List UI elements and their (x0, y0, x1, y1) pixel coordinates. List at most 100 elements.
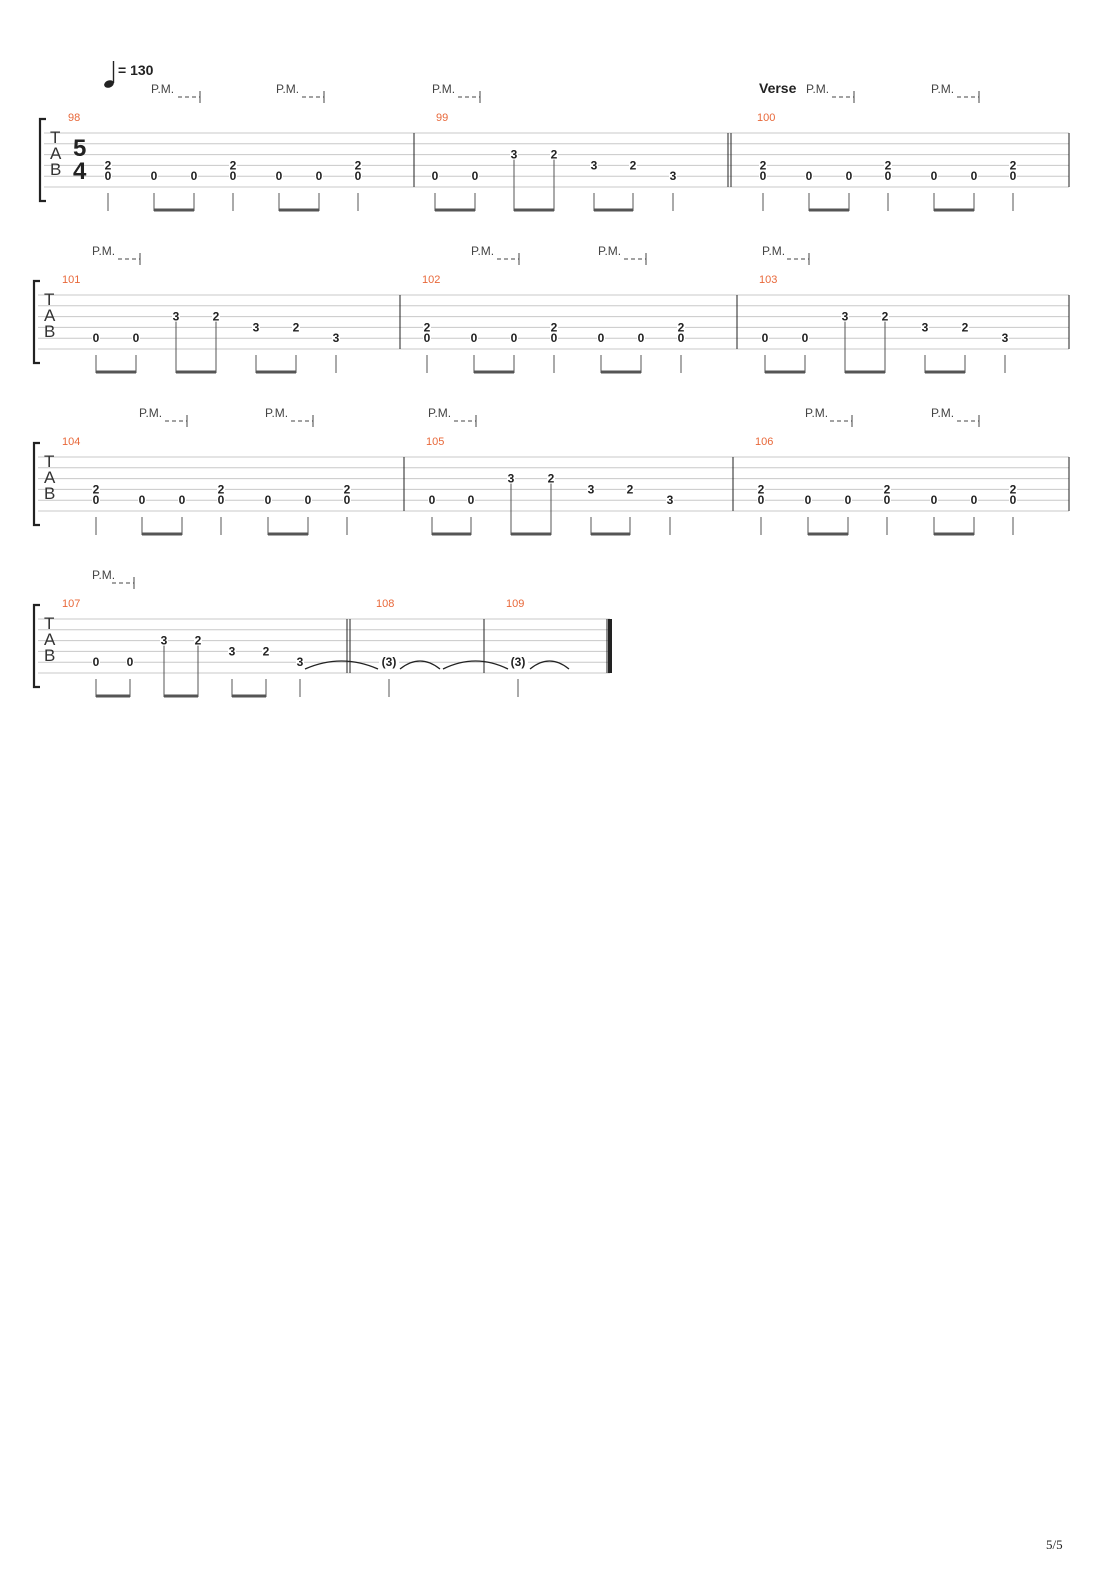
fret-mask (961, 322, 969, 333)
fret-mask (677, 322, 685, 333)
fret-number: 0 (355, 169, 362, 183)
fret-mask (252, 322, 260, 333)
fret-number: 2 (885, 158, 892, 172)
palm-mute-label: P.M. (276, 82, 299, 96)
fret-number: 0 (971, 493, 978, 507)
fret-number: 3 (588, 482, 595, 496)
measure-number: 103 (759, 274, 777, 286)
palm-mute-label: P.M. (151, 82, 174, 96)
fret-number: 3 (229, 644, 236, 658)
fret-number: 0 (802, 331, 809, 345)
fret-mask (229, 160, 237, 171)
fret-mask (178, 495, 186, 506)
fret-mask (132, 333, 140, 344)
fret-number: 2 (355, 158, 362, 172)
fret-number: 0 (638, 331, 645, 345)
fret-number: 0 (678, 331, 685, 345)
fret-number: 0 (93, 331, 100, 345)
palm-mute-label: P.M. (931, 406, 954, 420)
fret-number: 2 (344, 482, 351, 496)
fret-number: 0 (472, 169, 479, 183)
fret-mask (884, 171, 892, 182)
fret-mask (354, 160, 362, 171)
quarter-note-icon (104, 61, 115, 88)
fret-mask (92, 657, 100, 668)
fret-mask (229, 171, 237, 182)
fret-mask (1009, 495, 1017, 506)
fret-mask (104, 171, 112, 182)
fret-number: 0 (429, 493, 436, 507)
fret-number: 3 (253, 320, 260, 334)
tab-clef-letter: B (44, 646, 55, 665)
fret-number: 0 (191, 169, 198, 183)
fret-number: 2 (678, 320, 685, 334)
fret-number: 3 (1002, 331, 1009, 345)
palm-mute-label: P.M. (471, 244, 494, 258)
fret-mask (172, 311, 180, 322)
fret-mask (1009, 484, 1017, 495)
fret-mask (669, 171, 677, 182)
measure-number: 109 (506, 598, 524, 610)
fret-number: 0 (316, 169, 323, 183)
fret-mask (677, 333, 685, 344)
measure-number: 108 (376, 598, 394, 610)
fret-number: 3 (922, 320, 929, 334)
palm-mute-label: P.M. (806, 82, 829, 96)
measure-number: 100 (757, 112, 775, 124)
fret-number: 0 (93, 493, 100, 507)
fret-number: 3 (591, 158, 598, 172)
fret-number: 0 (598, 331, 605, 345)
tab-clef-letter: A (44, 306, 56, 325)
fret-number: 2 (213, 310, 220, 324)
tie-arc (304, 660, 379, 670)
fret-mask (666, 495, 674, 506)
fret-number: 0 (265, 493, 272, 507)
fret-number: 3 (161, 634, 168, 648)
fret-mask (884, 160, 892, 171)
fret-number: 3 (842, 310, 849, 324)
fret-number: 2 (218, 482, 225, 496)
fret-number: 2 (293, 320, 300, 334)
time-signature-bottom: 4 (73, 158, 87, 185)
palm-mute-label: P.M. (598, 244, 621, 258)
fret-number: 0 (179, 493, 186, 507)
fret-mask (1001, 333, 1009, 344)
fret-mask (190, 171, 198, 182)
tab-clef-letter: A (44, 468, 56, 487)
tab-clef-letter: T (44, 452, 54, 471)
fret-mask (467, 495, 475, 506)
fret-mask (930, 495, 938, 506)
fret-mask (970, 171, 978, 182)
tab-clef-letter: B (44, 322, 55, 341)
fret-number: 0 (127, 655, 134, 669)
fret-number: 2 (884, 482, 891, 496)
system-bracket (32, 279, 40, 365)
fret-mask (138, 495, 146, 506)
fret-mask (92, 333, 100, 344)
fret-number: 0 (432, 169, 439, 183)
fret-number: 0 (471, 331, 478, 345)
fret-number: 0 (884, 493, 891, 507)
measure-number: 106 (755, 436, 773, 448)
fret-number: (3) (511, 655, 526, 669)
palm-mute-label: P.M. (265, 406, 288, 420)
fret-mask (104, 160, 112, 171)
fret-mask (590, 160, 598, 171)
fret-mask (841, 311, 849, 322)
fret-mask (275, 171, 283, 182)
measure-number: 102 (422, 274, 440, 286)
fret-number: 2 (230, 158, 237, 172)
fret-number: 0 (218, 493, 225, 507)
fret-mask (508, 657, 528, 668)
fret-mask (845, 171, 853, 182)
fret-number: 0 (151, 169, 158, 183)
fret-number: 2 (424, 320, 431, 334)
fret-number: 3 (670, 169, 677, 183)
fret-number: 3 (333, 331, 340, 345)
fret-number: (3) (382, 655, 397, 669)
fret-mask (423, 322, 431, 333)
fret-number: 0 (230, 169, 237, 183)
fret-mask (212, 311, 220, 322)
